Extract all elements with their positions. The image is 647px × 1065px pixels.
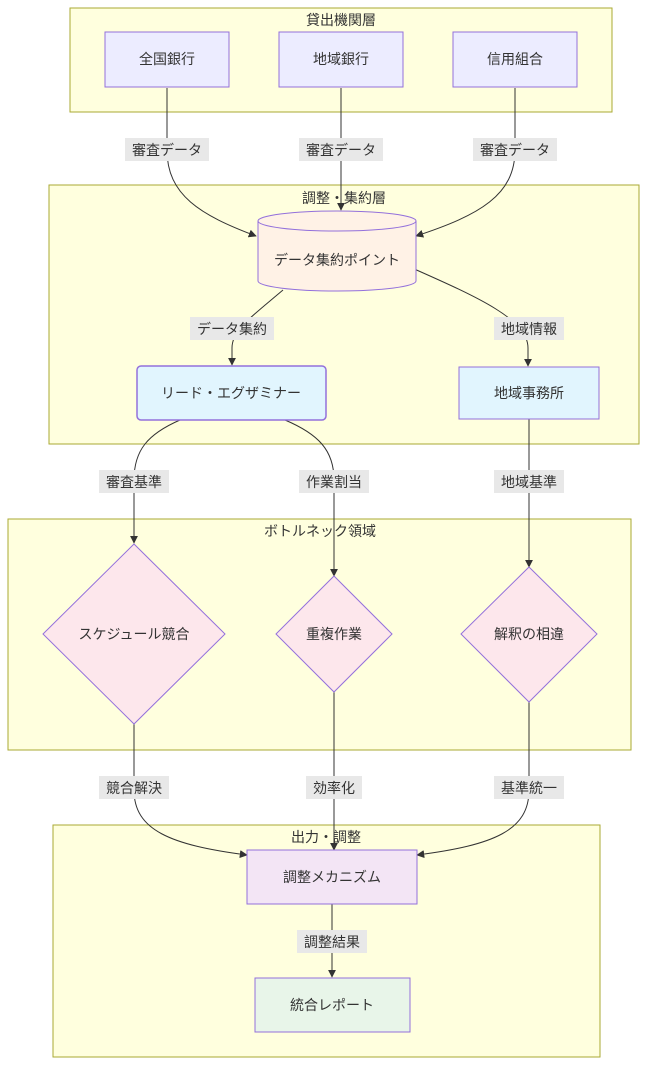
svg-text:審査データ: 審査データ <box>480 142 550 159</box>
edge-label-work-assignment: 作業割当 <box>299 470 369 493</box>
node-national-bank: 全国銀行 <box>104 31 230 88</box>
svg-text:調整メカニズム: 調整メカニズム <box>283 870 381 886</box>
edge-aggregation-to-office <box>411 267 532 367</box>
svg-text:統合レポート: 統合レポート <box>290 998 374 1014</box>
node-credit-union: 信用組合 <box>452 31 578 88</box>
svg-text:地域情報: 地域情報 <box>501 322 557 338</box>
node-regional-bank: 地域銀行 <box>278 31 404 88</box>
edge-label-data-aggregation: データ集約 <box>190 317 274 340</box>
svg-text:データ集約: データ集約 <box>197 321 267 338</box>
svg-text:地域基準: 地域基準 <box>501 474 557 491</box>
svg-text:リード・エグザミナー: リード・エグザミナー <box>161 386 301 402</box>
edge-label-review-data-2: 審査データ <box>299 138 383 161</box>
node-duplicate-work: 重複作業 <box>275 575 393 693</box>
edge-label-efficiency: 効率化 <box>306 776 362 799</box>
cluster-title-bottleneck: ボトルネック領域 <box>264 523 376 540</box>
svg-text:地域銀行: 地域銀行 <box>313 52 369 68</box>
edge-label-regional-criteria: 地域基準 <box>494 470 564 493</box>
svg-text:審査基準: 審査基準 <box>106 474 162 491</box>
svg-text:データ集約ポイント: データ集約ポイント <box>274 252 400 269</box>
svg-text:基準統一: 基準統一 <box>501 780 557 797</box>
edge-label-regional-info: 地域情報 <box>494 317 564 340</box>
svg-text:審査データ: 審査データ <box>306 142 376 159</box>
edge-label-review-data-1: 審査データ <box>125 138 209 161</box>
cluster-title-lenders: 貸出機関層 <box>306 13 376 29</box>
svg-text:全国銀行: 全国銀行 <box>139 51 195 68</box>
node-schedule-conflict: スケジュール競合 <box>42 543 226 725</box>
svg-text:解釈の相違: 解釈の相違 <box>494 627 564 643</box>
node-regional-office: 地域事務所 <box>458 366 600 420</box>
svg-text:信用組合: 信用組合 <box>487 52 543 68</box>
edge-label-conflict-resolution: 競合解決 <box>99 776 169 799</box>
svg-text:競合解決: 競合解決 <box>106 781 162 797</box>
edge-label-review-criteria: 審査基準 <box>99 470 169 493</box>
edge-label-coordination-result: 調整結果 <box>297 930 367 953</box>
svg-text:審査データ: 審査データ <box>132 142 202 159</box>
node-coordination-mechanism: 調整メカニズム <box>246 849 418 905</box>
cluster-title-output: 出力・調整 <box>291 830 361 846</box>
svg-text:効率化: 効率化 <box>313 780 355 797</box>
svg-text:スケジュール競合: スケジュール競合 <box>78 627 189 643</box>
node-integrated-report: 統合レポート <box>254 977 411 1033</box>
node-aggregation-point: データ集約ポイント <box>257 210 417 292</box>
svg-text:作業割当: 作業割当 <box>306 474 362 491</box>
cluster-title-coordination: 調整・集約層 <box>302 190 386 207</box>
edge-label-criteria-unification: 基準統一 <box>494 776 564 799</box>
svg-text:調整結果: 調整結果 <box>304 935 360 951</box>
svg-text:重複作業: 重複作業 <box>306 626 362 643</box>
edge-label-review-data-3: 審査データ <box>473 138 557 161</box>
node-lead-examiner: リード・エグザミナー <box>136 365 327 421</box>
svg-text:地域事務所: 地域事務所 <box>494 386 564 402</box>
node-interpretation-difference: 解釈の相違 <box>460 566 598 703</box>
